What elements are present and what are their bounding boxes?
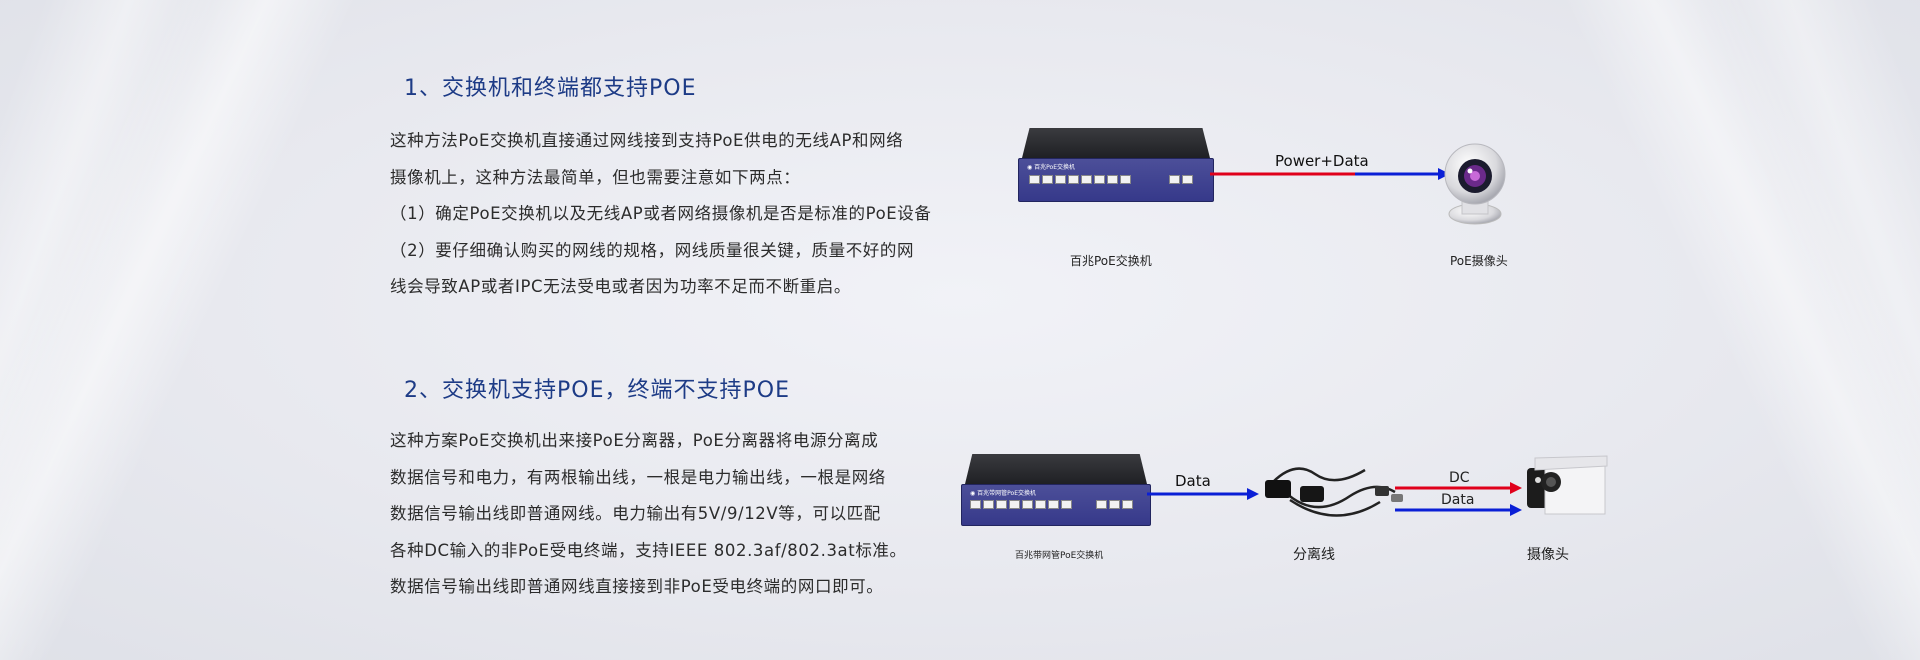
- camera-label: PoE摄像头: [1450, 254, 1508, 268]
- power-data-arrow: [1210, 168, 1450, 180]
- dc-label: DC: [1449, 470, 1470, 486]
- section1-line: 线会导致AP或者IPC无法受电或者因为功率不足而不断重启。: [390, 277, 851, 296]
- poe-switch-icon: ◉ 百兆PoE交换机: [1018, 128, 1214, 202]
- switch-label: 百兆PoE交换机: [1070, 254, 1152, 268]
- section1-title: 1、交换机和终端都支持POE: [404, 76, 697, 101]
- section2-paragraph: 这种方案PoE交换机出来接PoE分离器，PoE分离器将电源分离成 数据信号和电力…: [390, 423, 907, 606]
- section2-diagram: ◉ 百兆带网管PoE交换机 百兆带网管PoE交换机: [955, 440, 1608, 570]
- section1-line: （1）确定PoE交换机以及无线AP或者网络摄像机是否是标准的PoE设备: [390, 204, 932, 223]
- switch-label: 百兆带网管PoE交换机: [1015, 551, 1104, 561]
- section2-line: 这种方案PoE交换机出来接PoE分离器，PoE分离器将电源分离成: [390, 431, 879, 450]
- poe-splitter-icon: [1265, 467, 1403, 517]
- section2-title: 2、交换机支持POE，终端不支持POE: [404, 378, 790, 403]
- poe-switch-icon: ◉ 百兆带网管PoE交换机: [961, 454, 1151, 526]
- arrow-label: Power+Data: [1275, 152, 1369, 170]
- section1-diagram: ◉ 百兆PoE交换机 百兆PoE交换机 Power+Data: [1010, 120, 1530, 280]
- data-label: Data: [1441, 492, 1475, 508]
- section2-line: 数据信号和电力，有两根输出线，一根是电力输出线，一根是网络: [390, 467, 886, 487]
- section2-line: 数据信号输出线即普通网线直接接到非PoE受电终端的网口即可。: [390, 577, 884, 596]
- camera-label: 摄像头: [1527, 547, 1569, 563]
- section2-line: 数据信号输出线即普通网线。电力输出有5V/9/12V等，可以匹配: [390, 504, 881, 523]
- section1-line: （2）要仔细确认购买的网线的规格，网线质量很关键，质量不好的网: [390, 240, 915, 260]
- splitter-label: 分离线: [1293, 547, 1335, 563]
- section1-paragraph: 这种方法PoE交换机直接通过网线接到支持PoE供电的无线AP和网络 摄像机上，这…: [390, 123, 932, 306]
- section1-line: 这种方法PoE交换机直接通过网线接到支持PoE供电的无线AP和网络: [390, 131, 904, 150]
- section1-line: 摄像机上，这种方法最简单，但也需要注意如下两点：: [390, 167, 801, 187]
- data-arrow-label: Data: [1175, 472, 1211, 490]
- diagram2-arrows: [1147, 455, 1608, 517]
- section2-line: 各种DC输入的非PoE受电终端，支持IEEE 802.3af/802.3at标准…: [390, 540, 907, 560]
- dome-camera-icon: [1444, 143, 1506, 225]
- bullet-camera-icon: [1527, 455, 1608, 515]
